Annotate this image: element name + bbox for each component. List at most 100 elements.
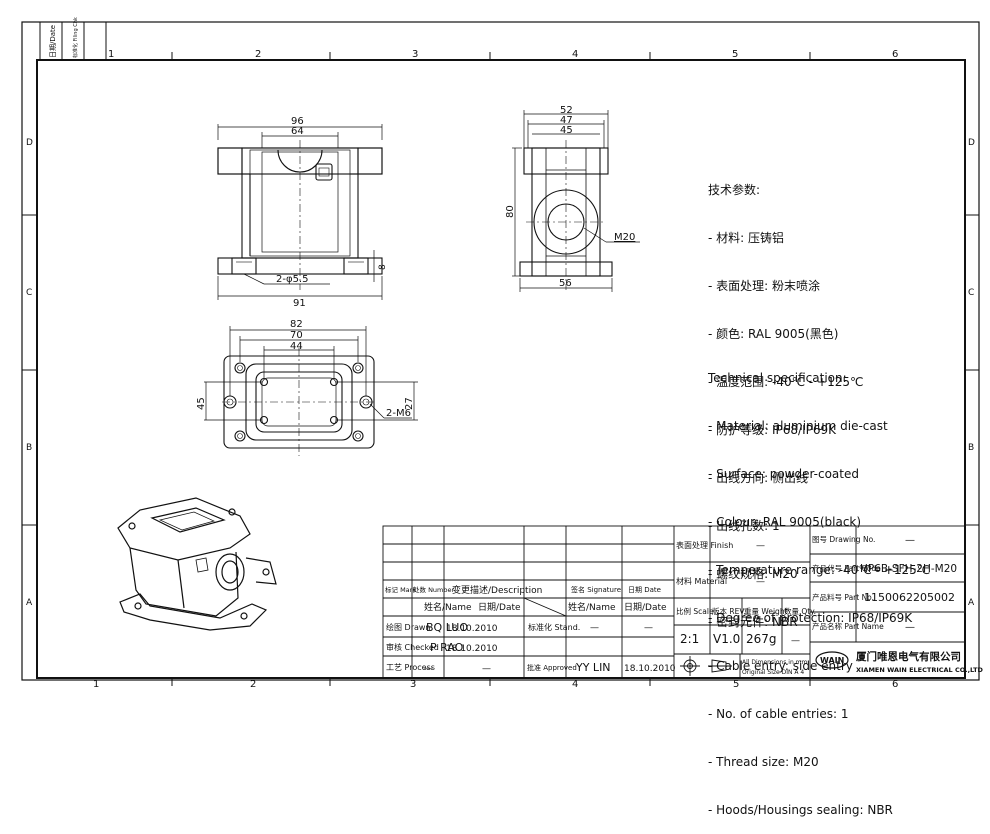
finish-value: — (756, 541, 765, 551)
drawing-no-label: 图号 Drawing No. (812, 535, 875, 544)
zone-right-a: A (968, 598, 975, 608)
top-view-dimensions (204, 326, 418, 421)
qty-label: 数量 Qty. (784, 606, 816, 616)
dims-note-2: Original Size DIN A 4 (742, 669, 804, 676)
approved-date: 18.10.2010 (624, 664, 676, 674)
rev-header-signature: 签名 Signature (571, 585, 621, 594)
spec-cn-block: 技术参数: - 材料: 压铸铝 - 表面处理: 粉末喷涂 - 颜色: RAL 9… (708, 150, 863, 646)
projection-symbol-icon (680, 656, 732, 676)
side-thread-m20: M20 (614, 232, 635, 243)
front-dim-holes: 2-φ5.5 (276, 274, 308, 285)
side-dim-45: 45 (560, 125, 573, 136)
spec-cn-line: - 颜色: RAL 9005(黑色) (708, 327, 839, 341)
side-dim-80: 80 (505, 205, 516, 218)
spec-en-line: - Degree of protection: IP68/IP69K (708, 611, 913, 625)
zone-left-c: C (26, 288, 32, 298)
rev-header-number: 处数 Number (413, 585, 455, 594)
stand-label: 标准化 Stand. (528, 622, 580, 632)
zone-bottom-3: 3 (410, 679, 416, 690)
zone-right-c: C (968, 288, 974, 298)
scale-label: 比例 Scale (676, 606, 714, 616)
stand-date: — (644, 623, 653, 633)
outer-border (21, 21, 980, 681)
qty-value: — (791, 636, 800, 646)
zone-top-4: 4 (572, 49, 578, 60)
top-dim-27: 27 (404, 397, 415, 410)
date-label-vertical: 日期/Date (49, 25, 57, 58)
wain-logo-text: WAIN (820, 656, 844, 665)
drawn-date: 18.10.2010 (446, 624, 498, 634)
drawing-sheet: 1 2 3 4 5 6 1 2 3 4 5 6 D C B A D C B A … (21, 17, 984, 690)
drawn-name: BQ LUO (426, 621, 468, 634)
process-name: — (424, 664, 433, 674)
filing-box (39, 21, 107, 61)
top-zone-ticks (22, 52, 979, 686)
name-col-header-2: 姓名/Name (568, 601, 616, 613)
process-date: — (482, 664, 491, 674)
filing-label-vertical: 标准化 Filing Chk (72, 17, 79, 58)
part-name-label: 产品名称 Part Name (812, 621, 884, 631)
spec-en-line: - No. of cable entries: 1 (708, 707, 849, 721)
weight-label: 重量 Weight (744, 607, 788, 616)
checked-label: 审核 Checked (386, 642, 439, 652)
front-dim-64: 64 (291, 126, 304, 137)
stand-name: — (590, 623, 599, 633)
part-name-value: — (905, 622, 915, 633)
rev-label: 版本 REV. (712, 606, 746, 616)
material-value: — (756, 577, 765, 587)
weight-value: 267g (746, 632, 777, 646)
part-code-label: 产品代号 Part Code (812, 563, 881, 573)
spec-en-line: - Temperature range: -40℃ - +125℃ (708, 563, 931, 577)
spec-cn-line: - 螺纹规格: M20 (708, 567, 798, 581)
scale-value: 2:1 (680, 632, 699, 646)
zone-right-b: B (968, 443, 974, 453)
isometric-view (117, 497, 277, 631)
rev-header-mark: 标记 Mark (385, 585, 416, 594)
side-view (519, 140, 613, 290)
zone-bottom-6: 6 (892, 679, 898, 690)
title-block-lines (382, 525, 966, 679)
top-dim-45: 45 (196, 397, 207, 410)
zone-top-6: 6 (892, 49, 898, 60)
front-dim-91: 91 (293, 298, 306, 309)
zone-top-5: 5 (732, 49, 738, 60)
top-thread-holes: 2-M6 (386, 408, 411, 419)
company-en: XIAMEN WAIN ELECTRICAL CO.,LTD (856, 666, 984, 674)
spec-cn-line: - 出线孔数: 1 (708, 519, 780, 533)
front-view-dimensions (217, 124, 383, 300)
rev-value: V1.0 (713, 632, 740, 646)
company-cn: 厦门唯恩电气有限公司 (856, 650, 961, 663)
zone-left-a: A (26, 598, 33, 608)
material-label: 材料 Material (676, 576, 727, 586)
name-col-header: 姓名/Name (424, 601, 472, 613)
spec-en-line: - Colour: RAL 9005(black) (708, 515, 862, 529)
top-view (222, 348, 376, 456)
zone-top-2: 2 (255, 49, 261, 60)
approved-label: 批准 Approved (527, 663, 577, 672)
zone-right-d: D (968, 138, 975, 148)
zone-top-1: 1 (108, 49, 114, 60)
drawn-label: 绘图 Drawn (386, 622, 431, 632)
zone-bottom-2: 2 (250, 679, 256, 690)
checked-name: P RAO (430, 641, 464, 654)
spec-cn-line: - 材料: 压铸铝 (708, 231, 785, 245)
part-no-label: 产品料号 Part No. (812, 592, 874, 602)
wain-logo: WAIN (815, 651, 849, 669)
spec-cn-line: - 表面处理: 粉末喷涂 (708, 279, 821, 293)
top-dim-44: 44 (290, 341, 303, 352)
zone-top-3: 3 (412, 49, 418, 60)
front-view (217, 140, 383, 290)
front-dim-8: 8 (378, 264, 388, 270)
side-dim-47: 47 (560, 115, 573, 126)
spec-cn-line: - 出线方向: 侧出线 (708, 471, 809, 485)
zone-left-d: D (26, 138, 33, 148)
side-dim-52: 52 (560, 105, 573, 116)
part-code-value: HP6B-SFH-2H-M20 (860, 563, 957, 575)
spec-en-line: - Cable entry: side entry (708, 659, 853, 673)
zone-bottom-4: 4 (572, 679, 578, 690)
finish-label: 表面处理 Finish (676, 540, 733, 550)
rev-header-date: 日期 Date (628, 586, 661, 594)
spec-en-line: - Material: aluminium die-cast (708, 419, 888, 433)
drawing-no-value: — (905, 535, 915, 546)
process-label: 工艺 Process (386, 663, 435, 672)
